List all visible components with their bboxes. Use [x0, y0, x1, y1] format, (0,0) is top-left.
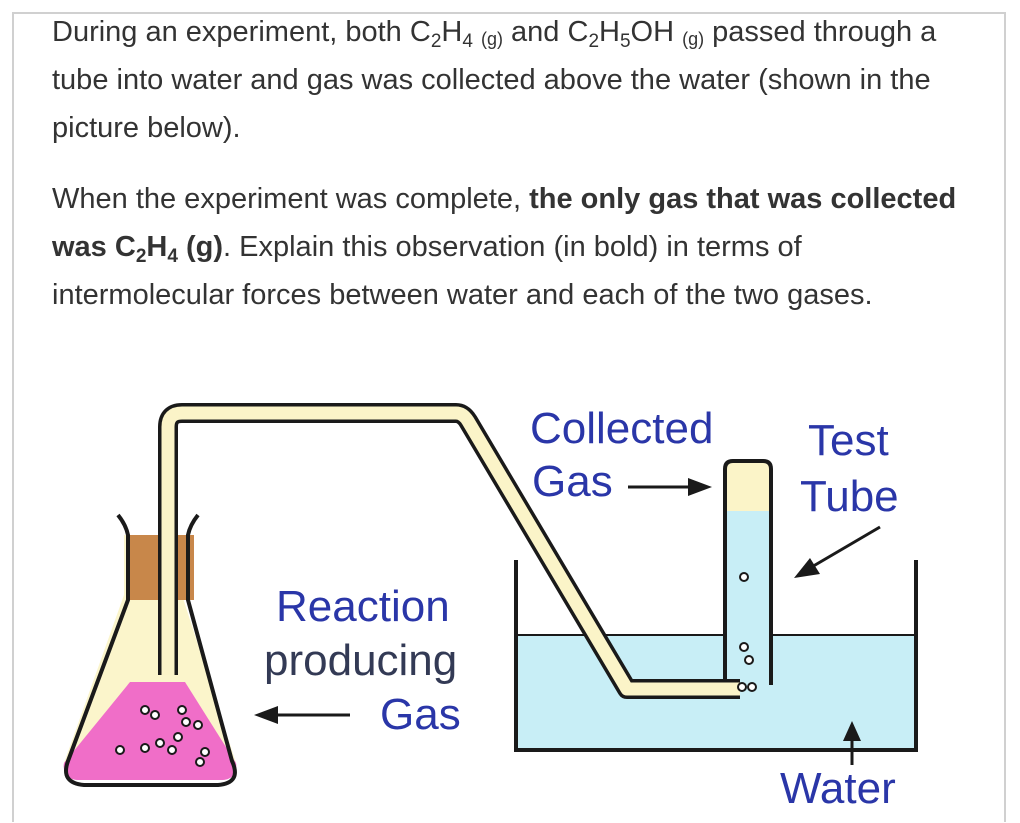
arrow-test-tube-label [794, 525, 881, 578]
test-tube-bubbles [739, 572, 754, 665]
label-test: Test [808, 416, 889, 465]
label-gas-bottom: Gas [380, 690, 461, 739]
trough-outline [514, 560, 918, 752]
label-water: Water [780, 764, 896, 813]
arrow-water [843, 721, 861, 765]
label-producing: producing [264, 636, 457, 685]
test-tube-water [727, 511, 769, 681]
label-gas-top: Gas [532, 457, 613, 506]
question-frame [12, 12, 1006, 822]
label-reaction: Reaction [276, 582, 450, 631]
arrow-reaction [254, 706, 350, 724]
flask-outline [64, 513, 237, 787]
question-paragraph-2: When the experiment was complete, the on… [52, 183, 957, 311]
experiment-diagram: Collected Gas Test Tube Reaction produci… [63, 403, 918, 813]
question-paragraph-1: During an experiment, both C2H4 (g) and … [52, 16, 937, 144]
arrow-to-test-tube [628, 478, 712, 496]
label-collected: Collected [530, 404, 713, 453]
flask-bubbles [115, 705, 210, 767]
test-tube-gas [727, 463, 769, 511]
outlet-bubbles [737, 682, 757, 692]
label-tube: Tube [800, 472, 899, 521]
test-tube-outline [723, 459, 773, 685]
